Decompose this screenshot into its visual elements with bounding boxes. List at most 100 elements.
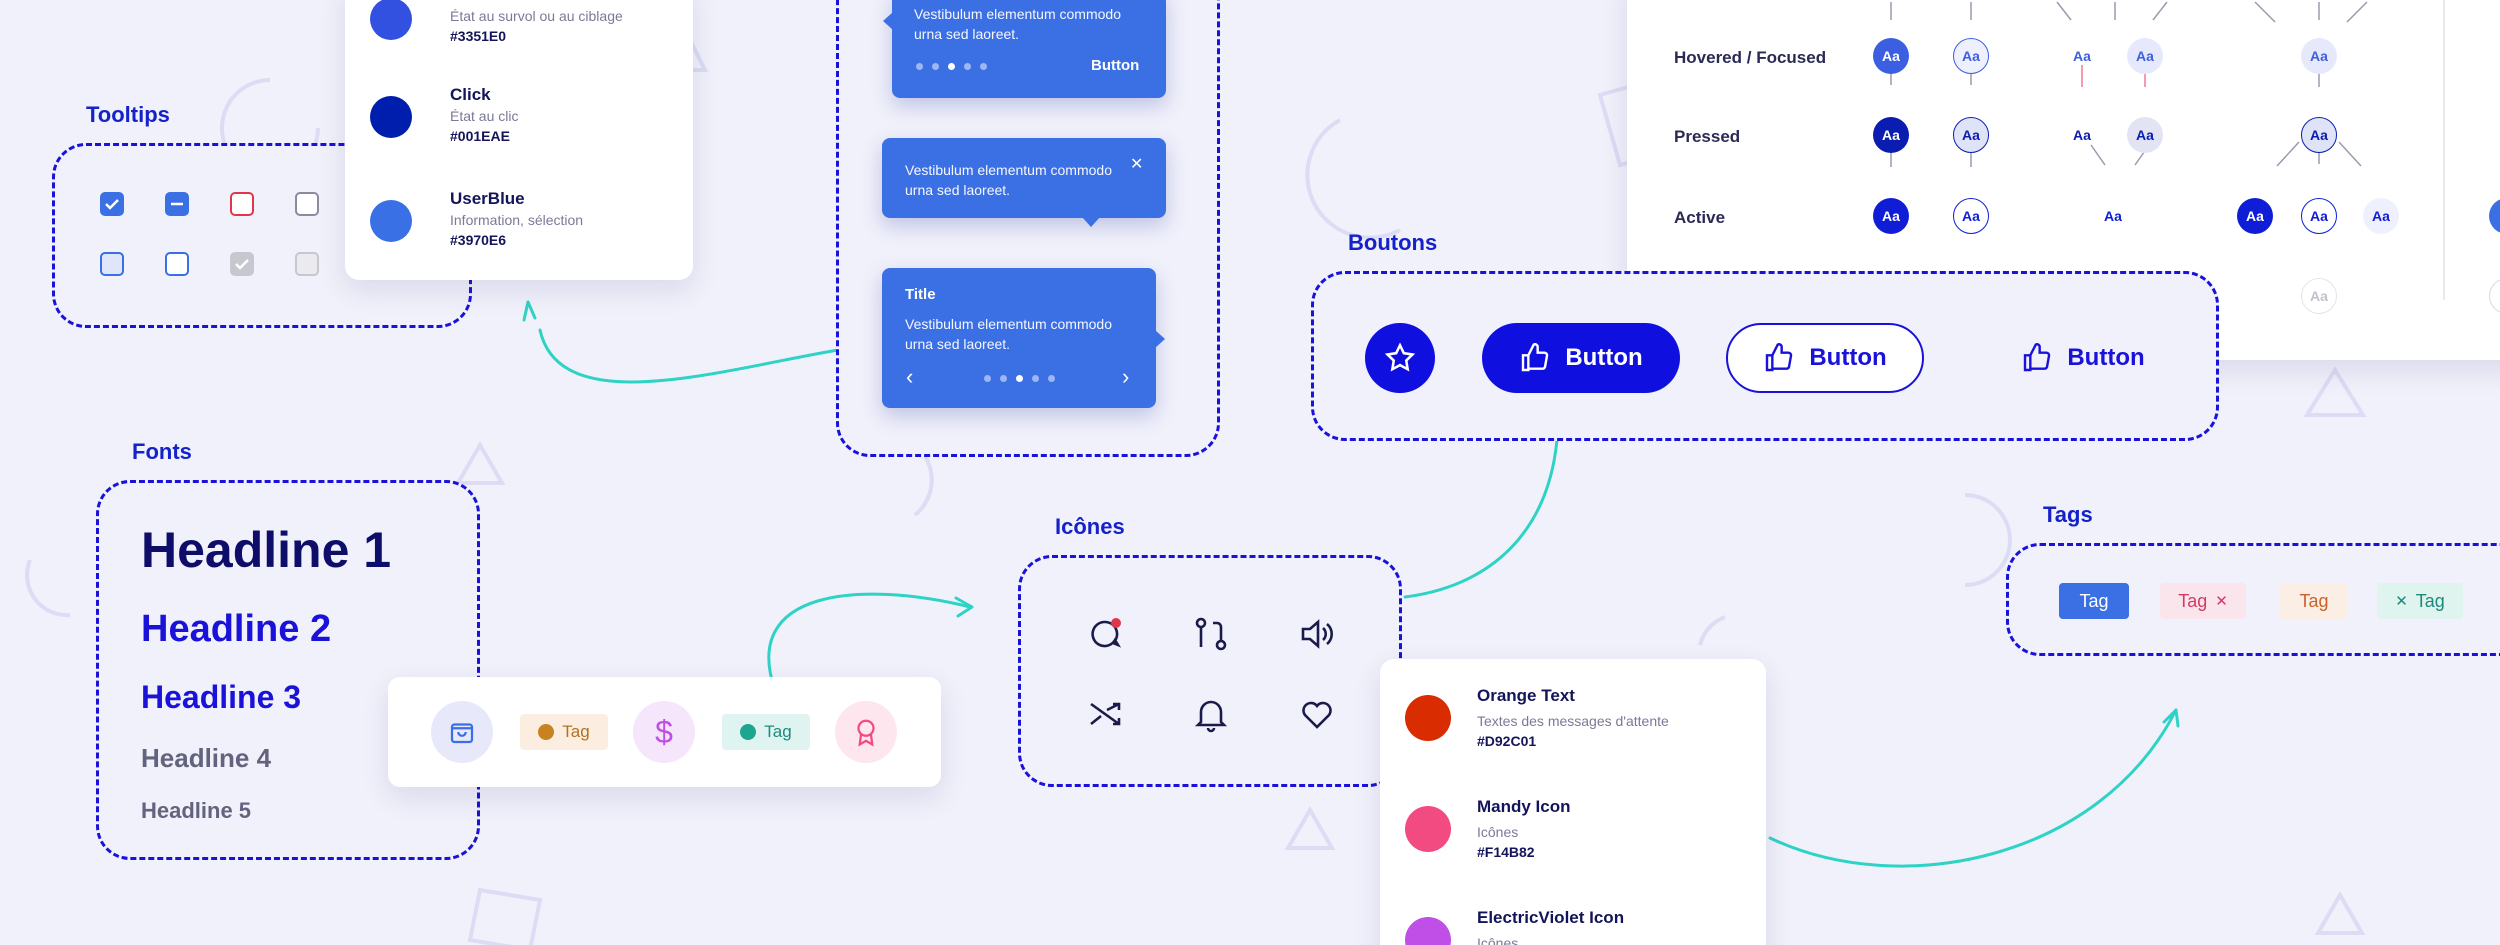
close-icon[interactable]: ✕ xyxy=(1130,156,1144,173)
thumbs-up-icon xyxy=(2024,343,2051,372)
color-swatch xyxy=(370,0,412,40)
color-desc: Textes des messages d'attente xyxy=(1477,713,1669,729)
mini-tag-teal: Tag xyxy=(722,714,810,750)
checkbox-disabled-empty xyxy=(295,252,319,276)
icon-tag-card: Tag $ Tag xyxy=(388,677,941,787)
checkbox-checked[interactable] xyxy=(100,192,124,216)
chat-notification-icon[interactable] xyxy=(1085,614,1125,654)
checkbox-disabled-checked xyxy=(230,252,254,276)
git-pull-request-icon[interactable] xyxy=(1191,614,1231,654)
color-desc: État au survol ou au ciblage xyxy=(450,8,623,24)
checkbox-indeterminate[interactable] xyxy=(165,192,189,216)
state-text-hovered[interactable]: Aa xyxy=(2073,48,2091,64)
tooltip-pager[interactable] xyxy=(916,63,987,70)
color-desc: Icônes xyxy=(1477,935,1519,945)
headline-3: Headline 3 xyxy=(141,679,302,715)
section-title-icones: Icônes xyxy=(1055,514,1125,539)
color-swatch xyxy=(1405,695,1451,741)
state-toggle-disabled: Aa xyxy=(2301,278,2337,314)
color-hex: #F14B82 xyxy=(1477,844,1535,860)
color-name: ElectricViolet Icon xyxy=(1477,908,1625,927)
tag-teal-removable[interactable]: ✕ Tag xyxy=(2377,583,2463,619)
state-outline-active[interactable]: Aa xyxy=(1953,198,1989,234)
state-arrows xyxy=(1890,0,2445,300)
section-title-tooltips: Tooltips xyxy=(86,102,170,127)
state-label-pressed: Pressed xyxy=(1674,127,1741,146)
state-filled-pressed[interactable]: Aa xyxy=(1873,117,1909,153)
outline-button[interactable]: Button xyxy=(1726,323,1924,393)
color-card-bottom: Orange Text Textes des messages d'attent… xyxy=(1380,659,1766,945)
state-partial-active xyxy=(2489,198,2500,234)
headline-2: Headline 2 xyxy=(141,608,332,650)
star-icon-button[interactable] xyxy=(1365,323,1435,393)
section-title-boutons: Boutons xyxy=(1348,230,1438,255)
chevron-right-icon[interactable]: › xyxy=(1122,364,1130,389)
state-filled-active[interactable]: Aa xyxy=(1873,198,1909,234)
tag-filled[interactable]: Tag xyxy=(2059,583,2129,619)
state-label-hovered: Hovered / Focused xyxy=(1674,48,1827,67)
buttons-panel: Button Button Button xyxy=(1311,271,2219,441)
tooltip-action-button[interactable]: Button xyxy=(1091,57,1140,74)
text-button[interactable]: Button xyxy=(1984,323,2182,393)
headline-1: Headline 1 xyxy=(141,522,392,578)
bell-icon[interactable] xyxy=(1191,694,1231,734)
shuffle-icon[interactable] xyxy=(1085,694,1125,734)
checkbox-hover-empty[interactable] xyxy=(100,252,124,276)
color-item-electricviolet-icon: ElectricViolet Icon Icônes xyxy=(1405,907,1624,945)
color-desc: Icônes xyxy=(1477,824,1519,840)
tooltip-text: Vestibulum elementum commodo urna sed la… xyxy=(914,6,1121,42)
chevron-left-icon[interactable]: ‹ xyxy=(906,364,914,389)
filled-button[interactable]: Button xyxy=(1482,323,1680,393)
state-toggle-active-filled[interactable]: Aa xyxy=(2237,198,2273,234)
volume-icon[interactable] xyxy=(1297,614,1337,654)
close-icon[interactable]: ✕ xyxy=(2215,593,2228,610)
state-toggle-hovered[interactable]: Aa xyxy=(2301,38,2337,74)
checkbox-error[interactable] xyxy=(230,192,254,216)
state-text-pressed-bg[interactable]: Aa xyxy=(2127,117,2163,153)
state-label-active: Active xyxy=(1674,208,1726,227)
state-filled-hovered[interactable]: Aa xyxy=(1873,38,1909,74)
state-toggle-active-outline[interactable]: Aa xyxy=(2301,198,2337,234)
color-item-orange-text: Orange Text Textes des messages d'attent… xyxy=(1405,685,1669,751)
state-text-hovered-bg[interactable]: Aa xyxy=(2127,38,2163,74)
thumbs-up-icon xyxy=(1766,343,1793,372)
dollar-icon: $ xyxy=(633,701,695,763)
checkbox-focus-empty[interactable] xyxy=(165,252,189,276)
heart-icon[interactable] xyxy=(1297,694,1337,734)
state-toggle-pressed[interactable]: Aa xyxy=(2301,117,2337,153)
section-title-tags: Tags xyxy=(2043,502,2093,527)
close-icon[interactable]: ✕ xyxy=(2395,593,2408,610)
shopping-bag-icon xyxy=(431,701,493,763)
fonts-panel: Headline 1 Headline 2 Headline 3 Headlin… xyxy=(96,480,480,860)
headline-5: Headline 5 xyxy=(141,798,252,823)
mini-tag-orange: Tag xyxy=(520,714,608,750)
state-text-pressed[interactable]: Aa xyxy=(2073,127,2091,143)
thumbs-up-icon xyxy=(1522,343,1549,372)
tooltip-card-closable: Vestibulum elementum commodo urna sed la… xyxy=(882,138,1166,227)
color-item-click: Click État au clic #001EAE xyxy=(370,84,518,146)
state-outline-hovered[interactable]: Aa xyxy=(1953,38,1989,74)
tooltip-title: Title xyxy=(905,286,936,303)
color-name: Mandy Icon xyxy=(1477,797,1571,816)
state-toggle-active-light[interactable]: Aa xyxy=(2363,198,2399,234)
award-icon xyxy=(835,701,897,763)
color-hex: #3351E0 xyxy=(450,28,507,44)
tooltip-card-pager: Vestibulum elementum commodo urna sed la… xyxy=(883,0,1166,98)
color-swatch xyxy=(370,96,412,138)
checkbox-empty[interactable] xyxy=(295,192,319,216)
tooltip-text: Vestibulum elementum commodo urna sed la… xyxy=(905,316,1112,352)
color-desc: Information, sélection xyxy=(450,212,584,228)
section-title-fonts: Fonts xyxy=(132,439,192,464)
color-name: UserBlue xyxy=(450,189,525,208)
tooltip-pager[interactable] xyxy=(984,375,1055,382)
state-outline-pressed[interactable]: Aa xyxy=(1953,117,1989,153)
color-item-mandy-icon: Mandy Icon Icônes #F14B82 xyxy=(1405,796,1571,862)
color-swatch xyxy=(1405,806,1451,852)
tag-pink-removable[interactable]: Tag ✕ xyxy=(2160,583,2246,619)
tag-orange[interactable]: Tag xyxy=(2280,583,2348,619)
color-hex: #D92C01 xyxy=(1477,733,1537,749)
tooltip-text: Vestibulum elementum commodo urna sed la… xyxy=(905,162,1112,198)
headline-4: Headline 4 xyxy=(141,743,272,773)
state-text-active[interactable]: Aa xyxy=(2104,208,2122,224)
